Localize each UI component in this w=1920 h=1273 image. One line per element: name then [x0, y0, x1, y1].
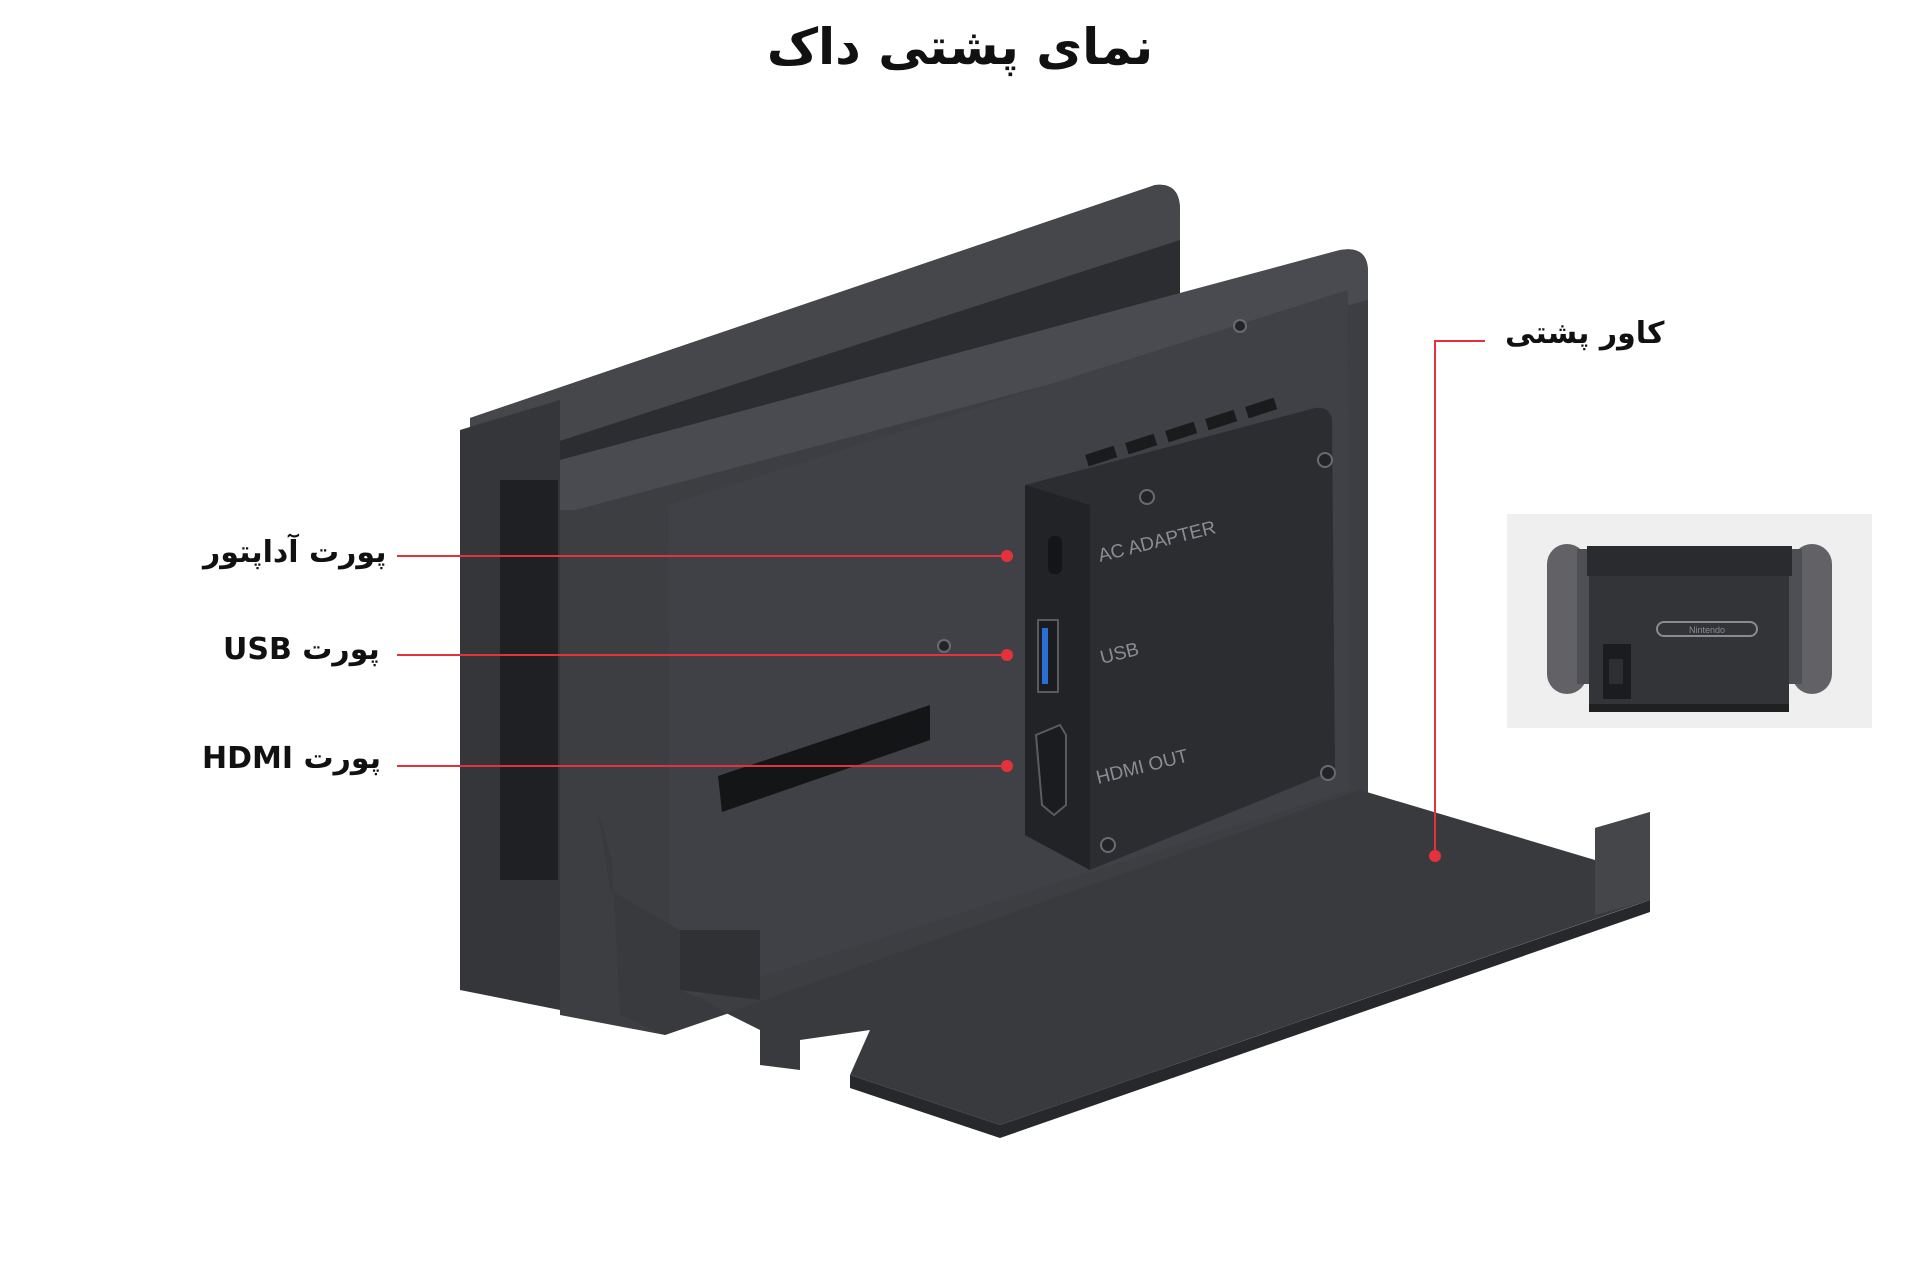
- dock-thumbnail-drawing: Nintendo: [1547, 544, 1832, 712]
- hdmi-port-label: پورت HDMI: [202, 741, 381, 776]
- back-cover-label: کاور پشتی: [1505, 316, 1665, 351]
- screw-icons: [937, 319, 1336, 853]
- back-cover: [598, 790, 1650, 1125]
- hdmi-port: [1034, 723, 1067, 817]
- back-cover-leader: [1434, 340, 1485, 856]
- diagram-title: نمای پشتی داک: [766, 18, 1154, 76]
- nintendo-logo: Nintendo: [1689, 625, 1725, 635]
- dock-slot: [718, 705, 930, 812]
- back-cover-dot: [1429, 850, 1441, 862]
- adapter-port-label: پورت آداپتور: [203, 535, 387, 570]
- vent-grille: [1084, 397, 1278, 467]
- port-module: [1025, 407, 1335, 870]
- dock-thumbnail: Nintendo: [1507, 514, 1872, 728]
- hdmi-dot: [1001, 760, 1013, 772]
- adapter-dot: [1001, 550, 1013, 562]
- usb-dot: [1001, 649, 1013, 661]
- ac-adapter-port: [1048, 536, 1062, 574]
- usb-port-label: پورت USB: [223, 632, 380, 667]
